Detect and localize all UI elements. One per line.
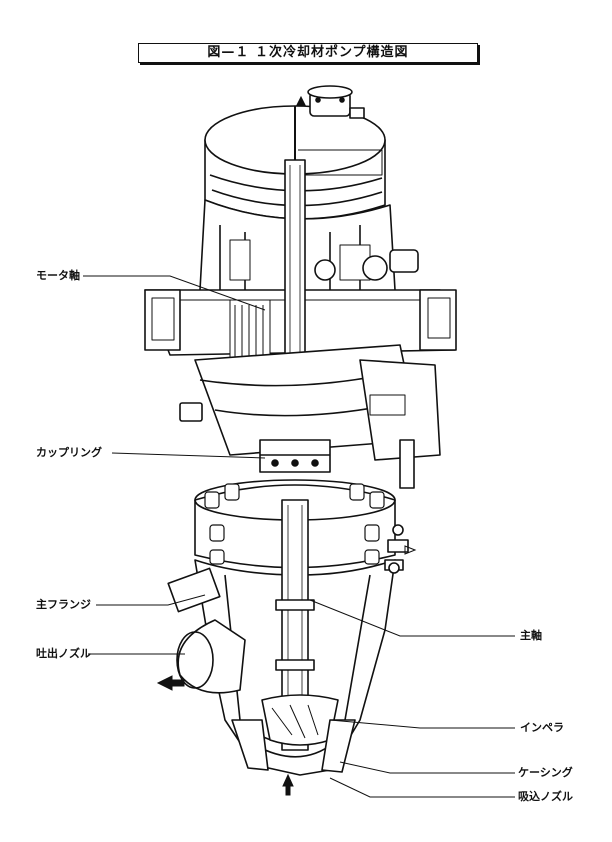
leader-main-flange [96, 594, 206, 606]
label-discharge-nozzle: 吐出ノズル [36, 647, 91, 660]
label-main-shaft: 主軸 [520, 629, 542, 642]
label-impeller: インペラ [520, 721, 564, 734]
leader-main-shaft [309, 599, 515, 637]
label-main-flange: 主フランジ [36, 598, 91, 611]
label-casing: ケーシング [518, 766, 573, 779]
label-coupling: カップリング [36, 446, 102, 459]
terminal-box [359, 359, 441, 489]
suction-nozzle-drawing [231, 719, 356, 773]
label-suction-nozzle: 吸込ノズル [518, 790, 573, 803]
leader-impeller [329, 719, 515, 729]
top-fitting [307, 85, 365, 119]
top-arrow [296, 95, 306, 106]
side-fitting [384, 524, 409, 574]
figure-title: 図—１ １次冷却材ポンプ構造図 [138, 43, 478, 63]
leader-suction-nozzle [329, 777, 515, 798]
discharge-flow-arrow [156, 675, 185, 691]
inlet-arrow [404, 545, 417, 555]
flow-arrows [156, 95, 417, 796]
label-motor-shaft: モータ軸 [36, 269, 80, 282]
suction-flow-arrow [282, 773, 294, 796]
coupling-drawing [259, 439, 331, 473]
leader-coupling [111, 452, 266, 459]
leader-motor-shaft [83, 275, 266, 311]
discharge-nozzle-drawing [167, 567, 246, 694]
leader-casing [339, 761, 515, 774]
impeller-drawing [261, 694, 339, 746]
leader-lines [83, 275, 515, 798]
